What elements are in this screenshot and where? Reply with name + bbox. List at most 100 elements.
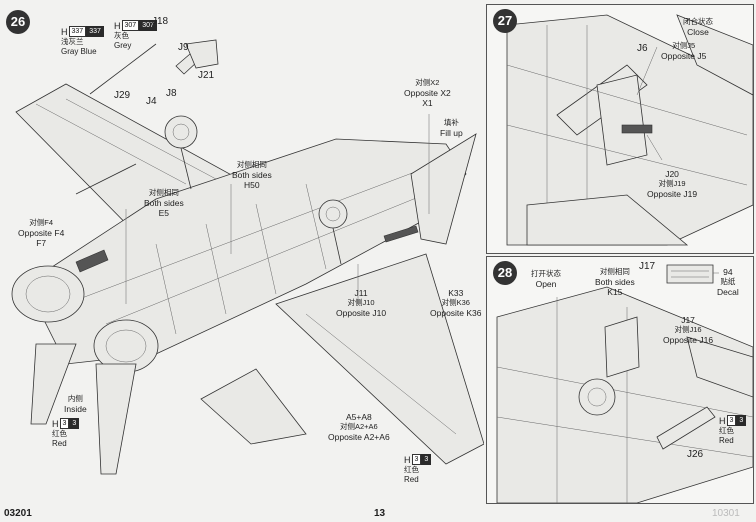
part-j21: J21	[198, 70, 215, 81]
part-j26: J26	[687, 449, 704, 460]
fill-up-cn: 填补	[443, 118, 459, 127]
part-e5-en: Both sides	[144, 198, 184, 208]
paint-name-en: Red	[404, 475, 419, 484]
paint-code-letter: H	[404, 454, 411, 465]
part-h50-cn: 对侧相同	[236, 160, 267, 169]
paint-code-black: 307	[139, 20, 157, 31]
close-state-cn: 闭合状态	[683, 17, 713, 26]
part-j19-cn: 对侧J19	[658, 179, 686, 188]
paint-code-black: 3	[421, 454, 432, 465]
close-state-en: Close	[687, 27, 709, 37]
part-k15-callout: 对侧相同 Both sides K15	[595, 267, 635, 297]
part-j5-callout: 对侧J5 Opposite J5	[661, 41, 706, 61]
part-f7: F7	[36, 238, 47, 248]
part-k15: K15	[607, 287, 623, 297]
close-state-callout: 闭合状态 Close	[683, 17, 713, 37]
paint-name-en: Red	[719, 436, 734, 445]
part-x2-cn: 对侧X2	[415, 78, 440, 87]
paint-name-cn: 灰色	[114, 31, 129, 40]
part-h50-callout: 对侧相同 Both sides H50	[232, 160, 272, 190]
paint-code-black: 3	[69, 418, 80, 429]
paint-name-cn: 红色	[719, 426, 734, 435]
part-a5-a8: A5+A8	[345, 412, 372, 422]
paint-code-white: 307	[121, 20, 140, 31]
part-j20: J20	[665, 169, 679, 179]
part-j8: J8	[166, 88, 177, 99]
part-j5-en: Opposite J5	[661, 51, 707, 61]
part-a5-callout: A5+A8 对侧A2+A6 Opposite A2+A6	[328, 412, 390, 442]
paint-code-white: 337	[68, 26, 87, 37]
part-j20-callout: J20 对侧J19 Opposite J19	[647, 169, 697, 199]
paint-name-en: Grey	[114, 41, 132, 50]
fill-up-callout: 填补 Fill up	[440, 118, 463, 138]
paint-code-black: 337	[86, 26, 104, 37]
paint-code-white: 3	[59, 418, 70, 429]
part-a2-cn: 对侧A2+A6	[339, 422, 378, 431]
part-j17: J17	[681, 315, 695, 325]
inside-en: Inside	[64, 404, 87, 414]
paint-code-letter: H	[61, 26, 68, 37]
open-state-cn: 打开状态	[531, 269, 561, 278]
paint-name-en: Gray Blue	[61, 47, 97, 56]
part-e5-cn: 对侧相同	[148, 188, 179, 197]
part-e5: E5	[158, 208, 170, 218]
paint-name-cn: 浅灰兰	[61, 37, 84, 46]
part-j5-cn: 对侧J5	[672, 41, 696, 50]
part-j17-top: J17	[639, 261, 656, 272]
part-j19-en: Opposite J19	[647, 189, 698, 199]
kit-code: 03201	[4, 508, 32, 519]
part-f4-en: Opposite F4	[18, 228, 65, 238]
step-number-26: 26	[6, 10, 30, 34]
inside-cn: 内侧	[67, 394, 83, 403]
part-k33: K33	[448, 288, 464, 298]
part-j10-cn: 对侧J10	[347, 298, 375, 307]
part-j6: J6	[637, 43, 648, 54]
step-28-drawing	[496, 264, 753, 503]
part-j11: J11	[354, 288, 368, 298]
part-k33-callout: K33 对侧K36 Opposite K36	[430, 288, 482, 318]
paint-name-cn: 红色	[404, 465, 419, 474]
part-k36-cn: 对侧K36	[441, 298, 470, 307]
part-j17-callout: J17 对侧J16 Opposite J16	[663, 315, 713, 345]
paint-name-en: Red	[52, 439, 67, 448]
paint-code-letter: H	[719, 415, 726, 426]
decal-en: Decal	[717, 287, 739, 297]
paint-code-white: 3	[411, 454, 422, 465]
inside-callout: 内侧 Inside	[64, 394, 87, 414]
decal-callout: 94 贴纸 Decal	[717, 267, 739, 297]
fill-up-en: Fill up	[440, 128, 463, 138]
part-j16-cn: 对侧J16	[674, 325, 702, 334]
part-a2-en: Opposite A2+A6	[328, 432, 390, 442]
paint-name-cn: 红色	[52, 429, 67, 438]
part-x2-callout: 对侧X2 Opposite X2 X1	[404, 78, 451, 108]
part-k36-en: Opposite K36	[430, 308, 482, 318]
paint-code-white: 3	[726, 415, 737, 426]
part-x1: X1	[422, 98, 433, 108]
part-f4-callout: 对侧F4 Opposite F4 F7	[18, 218, 64, 248]
part-f4-cn: 对侧F4	[29, 218, 54, 227]
decal-cn: 贴纸	[720, 277, 736, 286]
part-j10-en: Opposite J10	[336, 308, 387, 318]
step-27-panel: 27 闭合状态 Close J6 对侧J5 Opposite J5 J20 对侧…	[486, 4, 754, 254]
paint-code-letter: H	[52, 418, 59, 429]
open-state-en: Open	[535, 279, 557, 289]
part-h50: H50	[244, 180, 260, 190]
part-j18: J18	[152, 16, 169, 27]
step-26-drawing	[11, 39, 484, 475]
paint-code-black: 3	[736, 415, 747, 426]
part-k15-en: Both sides	[595, 277, 635, 287]
page-number: 13	[374, 508, 386, 519]
decal-number: 94	[723, 267, 733, 277]
part-k15-cn: 对侧相同	[599, 267, 630, 276]
step-27-drawing	[506, 14, 753, 246]
step-number-28: 28	[493, 261, 517, 285]
part-j16-en: Opposite J16	[663, 335, 714, 345]
open-state-callout: 打开状态 Open	[531, 269, 561, 289]
